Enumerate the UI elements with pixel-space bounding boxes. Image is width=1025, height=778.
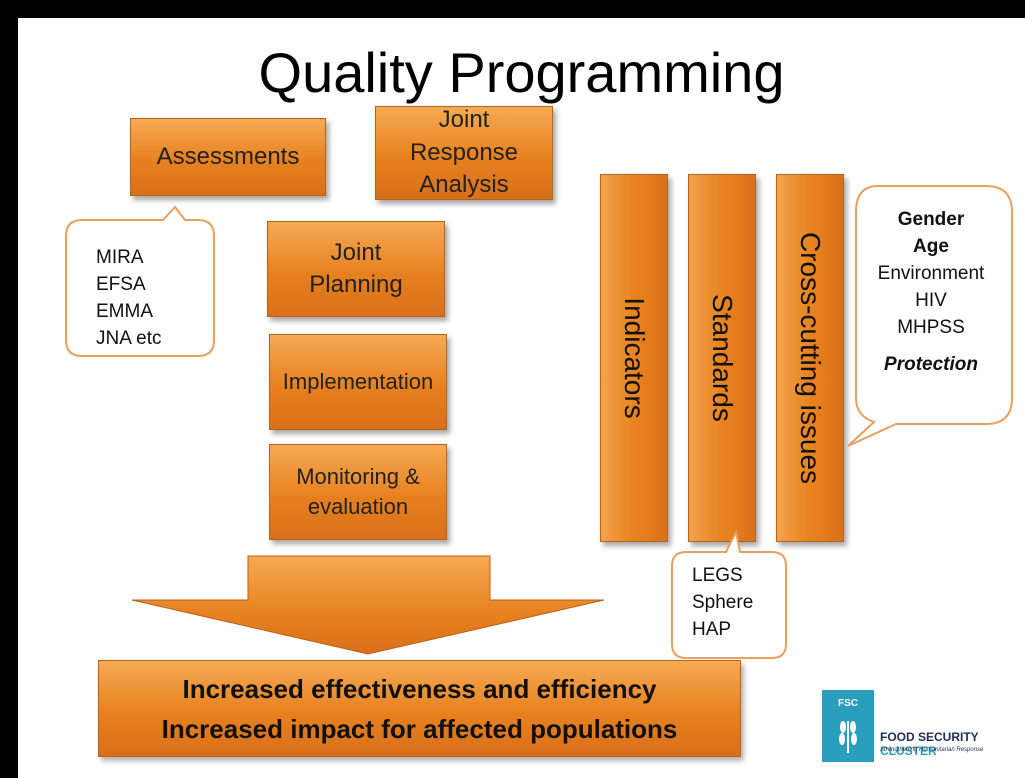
- fsc-badge-text: FSC: [838, 698, 858, 709]
- standards-list: LEGS Sphere HAP: [692, 562, 753, 643]
- logo-name-accent: CLUSTER: [880, 744, 937, 758]
- tool-item: EMMA: [96, 301, 153, 322]
- joint-planning-line-2: Planning: [309, 271, 403, 298]
- cross-cutting-callout: [847, 185, 1013, 447]
- standards-column: Standards: [688, 174, 756, 542]
- standard-item: HAP: [692, 619, 732, 640]
- standards-callout: [671, 528, 787, 659]
- assessment-tools-callout: [65, 205, 215, 357]
- jra-line-2: Response: [409, 138, 519, 166]
- cc-item-protection: Protection: [884, 354, 978, 375]
- logo-wordmark: FOOD SECURITY CLUSTER: [880, 730, 1025, 758]
- tool-item: MIRA: [96, 247, 144, 268]
- assessments-box: Assessments: [130, 118, 326, 196]
- monitoring-evaluation-box: Monitoring & evaluation: [269, 444, 447, 540]
- outcome-box: Increased effectiveness and efficiency I…: [98, 660, 741, 757]
- joint-planning-box: Joint Planning: [267, 221, 445, 317]
- joint-response-analysis-box: Joint Response Analysis: [375, 106, 553, 200]
- indicators-column: Indicators: [600, 174, 668, 542]
- outcome-line-1: Increased effectiveness and efficiency: [182, 674, 657, 704]
- monitoring-line-1: Monitoring &: [296, 464, 420, 490]
- tool-item: EFSA: [96, 274, 146, 295]
- cc-item: HIV: [915, 290, 947, 311]
- cc-item-bold: Gender: [897, 209, 965, 230]
- down-arrow-shape: [131, 555, 605, 655]
- jra-line-1: Joint: [438, 106, 490, 134]
- standard-item: LEGS: [692, 565, 743, 586]
- cc-item-bold: Age: [913, 236, 949, 257]
- wheat-icon: [839, 721, 857, 753]
- joint-planning-line-1: Joint: [330, 238, 382, 266]
- logo-name: FOOD SECURITY: [880, 730, 979, 744]
- outcome-line-2: Increased impact for affected population…: [161, 714, 678, 744]
- cross-cutting-label: Cross-cutting issues: [795, 231, 826, 485]
- implementation-box: Implementation: [269, 334, 447, 430]
- indicators-label: Indicators: [619, 297, 650, 419]
- assessment-tools-list: MIRA EFSA EMMA JNA etc: [96, 244, 161, 352]
- jra-line-3: Analysis: [419, 171, 509, 199]
- cross-cutting-list: Gender Age Environment HIV MHPSS Protect…: [856, 206, 1006, 378]
- standards-label: Standards: [707, 294, 738, 422]
- cc-item: MHPSS: [897, 317, 965, 338]
- tool-item: JNA etc: [96, 328, 162, 349]
- logo-tagline: Strengthening Humanitarian Response: [880, 747, 984, 753]
- page-title: Quality Programming: [258, 41, 785, 104]
- cross-cutting-column: Cross-cutting issues: [776, 174, 844, 542]
- slide: Quality Programming Assessments Joint Re…: [18, 18, 1025, 778]
- implementation-label: Implementation: [282, 369, 434, 395]
- fsc-logo-badge: FSC: [822, 690, 874, 762]
- assessments-label: Assessments: [156, 142, 300, 170]
- cc-item: Environment: [877, 263, 985, 284]
- standard-item: Sphere: [692, 592, 754, 613]
- monitoring-line-2: evaluation: [307, 494, 409, 519]
